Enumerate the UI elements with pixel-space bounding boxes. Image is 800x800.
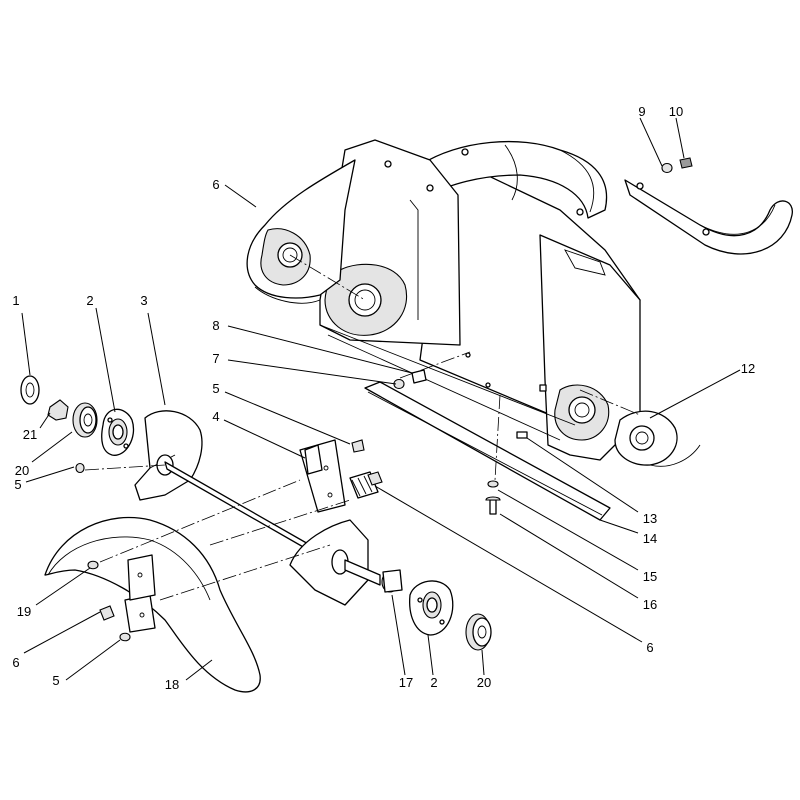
callout-6: 6 [12,655,19,670]
callout-1: 1 [12,293,19,308]
callout-2: 2 [86,293,93,308]
chute-deflector-handle [624,157,793,255]
scraper-bar [364,381,611,521]
callout-8: 8 [212,318,219,333]
callout-6: 6 [646,640,653,655]
shroud [44,516,261,693]
callout-18: 18 [165,677,179,692]
callout-6: 6 [212,177,219,192]
callout-13: 13 [643,511,657,526]
callout-2: 2 [430,675,437,690]
callout-9: 9 [638,104,645,119]
leader-lines [21,117,741,681]
carriage-bolt [393,369,427,390]
callout-4: 4 [212,409,219,424]
callout-19: 19 [17,604,31,619]
callout-5: 5 [212,381,219,396]
callout-12: 12 [741,361,755,376]
callout-3: 3 [140,293,147,308]
callouts: 1 2 3 4 5 5 5 6 6 6 7 8 9 10 12 13 14 15… [12,104,755,692]
callout-17: 17 [399,675,413,690]
callout-5: 5 [52,673,59,688]
right-bearing-stack [381,569,492,651]
callout-20: 20 [15,463,29,478]
auger-housing [246,139,701,467]
spring-bolt [349,439,383,499]
callout-5: 5 [14,477,21,492]
callout-21: 21 [23,427,37,442]
callout-10: 10 [669,104,683,119]
callout-20: 20 [477,675,491,690]
callout-16: 16 [643,597,657,612]
callout-7: 7 [212,351,219,366]
alignment-lines [84,254,641,601]
mounting-bracket [299,439,346,513]
callout-14: 14 [643,531,657,546]
callout-15: 15 [643,569,657,584]
right-impeller-half [289,519,381,606]
